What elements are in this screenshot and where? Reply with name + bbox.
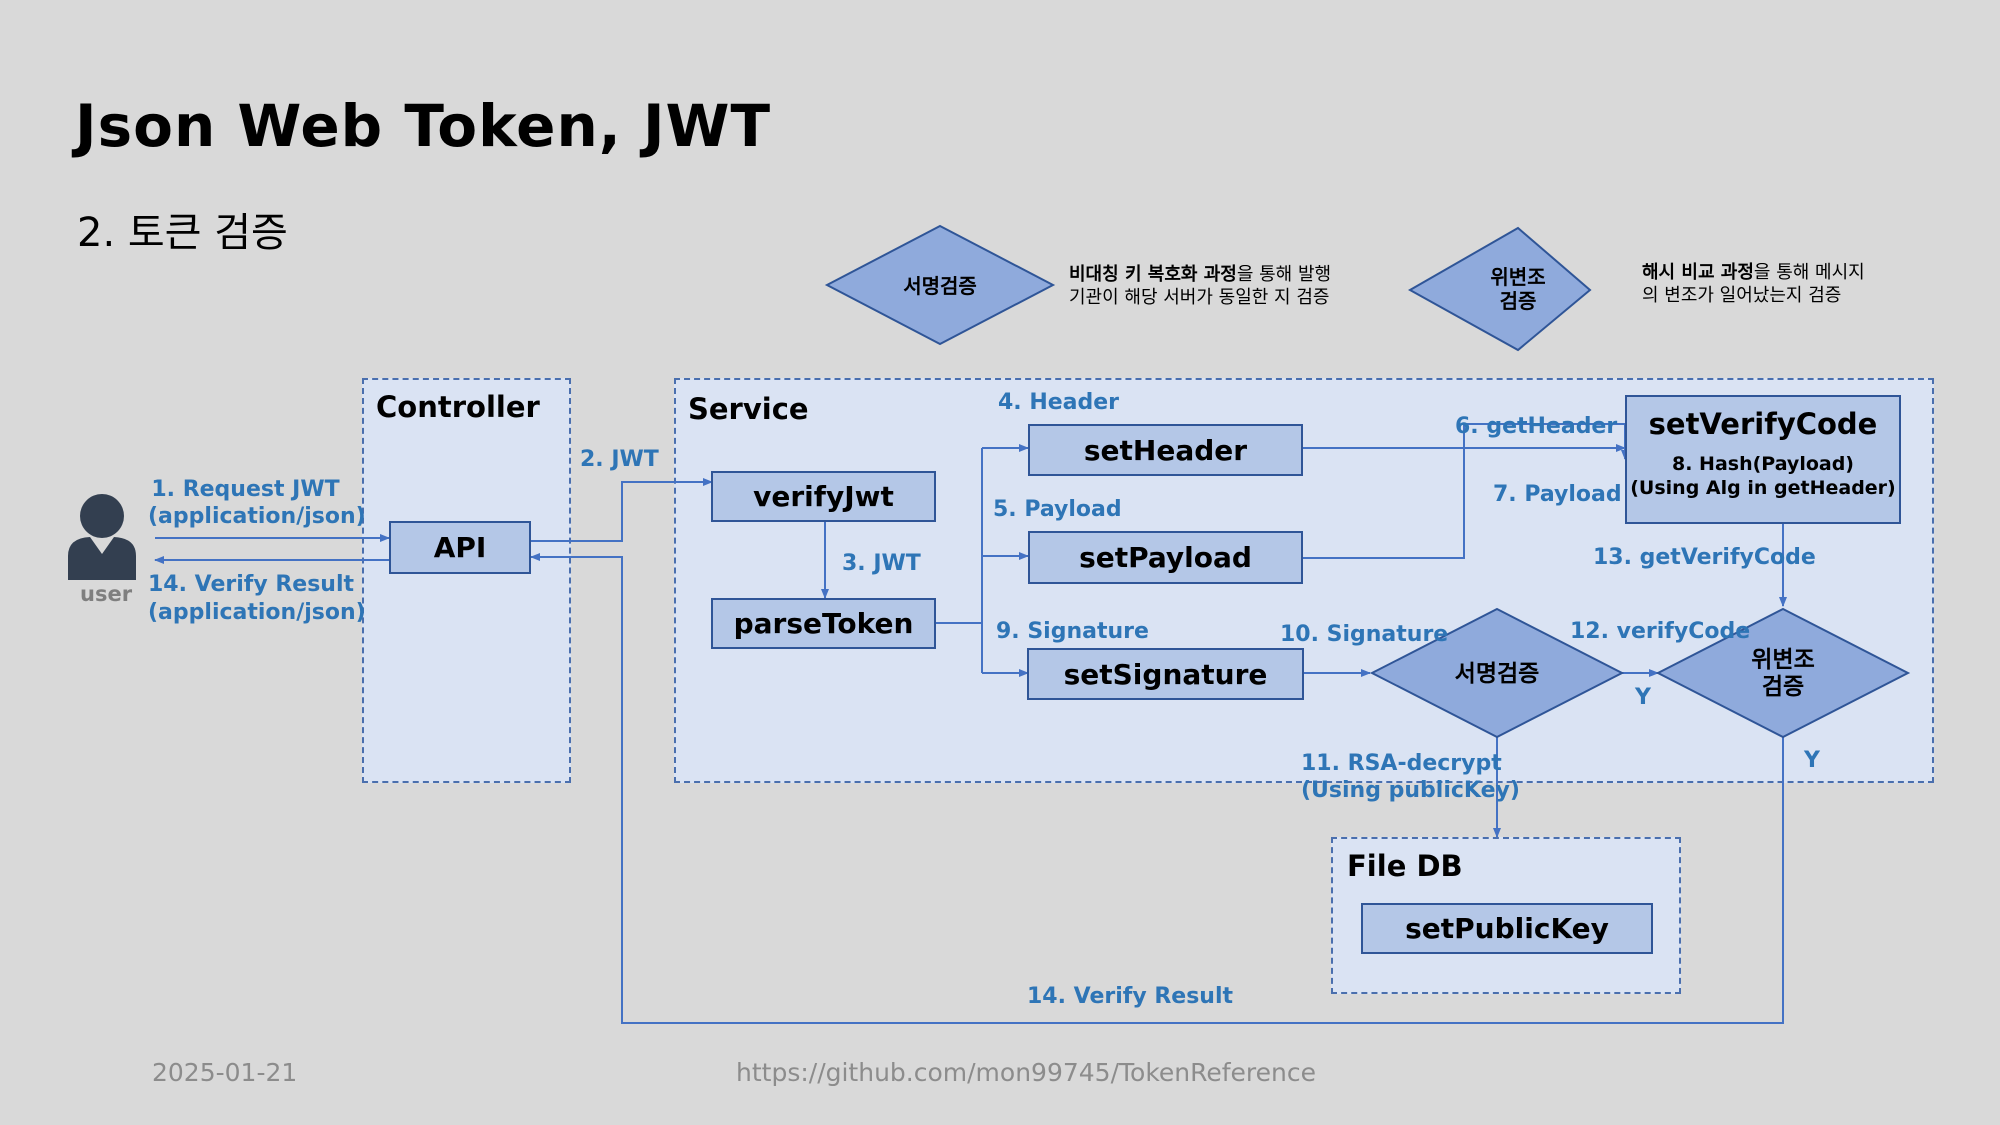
signature-verify-diamond-text: 서명검증 [1455,661,1540,687]
label-getheader-6: 6. getHeader [1455,414,1618,439]
label-rsa-decrypt: 11. RSA-decrypt(Using publicKey) [1301,751,1520,803]
footer-url[interactable]: https://github.com/mon99745/TokenReferen… [736,1058,1317,1087]
setheader-box[interactable]: setHeader [1028,424,1303,476]
signature-verify-diamond [1369,607,1625,739]
user-label: user [80,582,133,606]
label-header-4: 4. Header [998,390,1120,415]
label-payload-5: 5. Payload [993,497,1122,522]
legend-diamond-forgery-text-2: 검증 [1500,289,1537,313]
label-payload-7: 7. Payload [1493,482,1622,507]
api-box[interactable]: API [389,521,531,574]
forgery-verify-diamond-text-2: 검증 [1762,674,1804,700]
legend-diamond-forgery [1407,226,1592,352]
setpayload-box[interactable]: setPayload [1028,531,1303,584]
legend-diamond-signature [824,224,1056,346]
controller-frame-label: Controller [376,390,540,424]
forgery-verify-diamond [1655,607,1911,739]
page-subtitle: 2. 토큰 검증 [77,210,288,256]
parsetoken-box[interactable]: parseToken [711,598,936,649]
label-yes-forgery: Y [1804,748,1820,773]
setverifycode-line1: 8. Hash(Payload) [1671,453,1854,475]
setpublickey-box[interactable]: setPublicKey [1361,903,1653,954]
legend-desc-signature: 비대칭 키 복호화 과정을 통해 발행 기관이 해당 서버가 동일한 지 검증 [1069,264,1332,308]
filedb-frame-label: File DB [1347,849,1463,883]
arrow-api-verifyjwt [530,478,713,542]
label-yes-signature: Y [1635,685,1651,710]
footer-date: 2025-01-21 [152,1058,298,1087]
label-request: 1. Request JWT(application/json) [148,477,366,529]
label-signature-10: 10. Signature [1280,622,1449,647]
label-verifycode-12: 12. verifyCode [1570,619,1751,644]
setverifycode-line2: (Using Alg in getHeader) [1630,477,1896,499]
label-verify-result-14: 14. Verify Result [1027,984,1234,1009]
label-signature-9: 9. Signature [996,619,1149,644]
label-getverifycode-13: 13. getVerifyCode [1593,545,1816,570]
legend-diamond-signature-text: 서명검증 [903,274,977,298]
arrow-verify-result [530,553,1784,1024]
service-frame-label: Service [688,392,809,426]
label-jwt-2: 2. JWT [580,447,659,472]
setverifycode-title: setVerifyCode [1648,407,1878,441]
forgery-verify-diamond-text-1: 위변조 [1751,647,1814,673]
label-response: 14. Verify Result(application/json) [148,572,366,625]
verifyjwt-box[interactable]: verifyJwt [711,471,936,522]
setverifycode-box[interactable]: setVerifyCode 8. Hash(Payload) (Using Al… [1625,395,1901,524]
user-icon [68,494,136,580]
label-jwt-3: 3. JWT [842,551,921,576]
setsignature-box[interactable]: setSignature [1027,648,1304,700]
page-title: Json Web Token, JWT [75,92,772,160]
controller-frame [362,378,571,783]
legend-diamond-forgery-text-1: 위변조 [1490,265,1545,289]
legend-desc-forgery: 해시 비교 과정을 통해 메시지 의 변조가 일어났는지 검증 [1642,262,1865,306]
